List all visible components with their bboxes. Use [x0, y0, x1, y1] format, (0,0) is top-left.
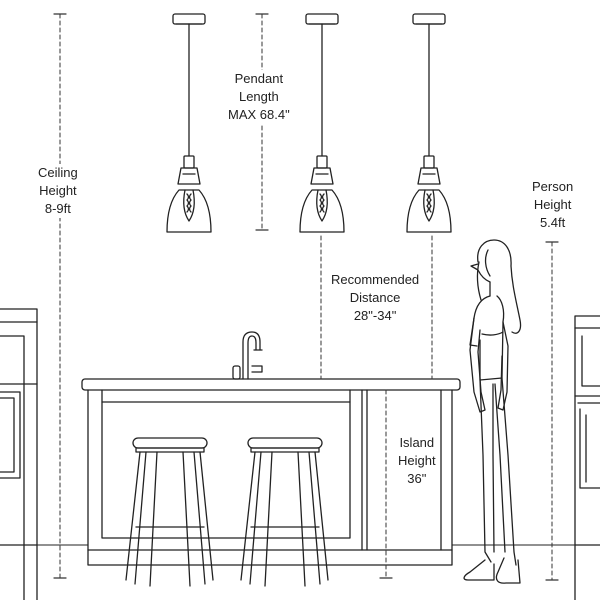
island-height-label: Island Height 36" [396, 434, 438, 488]
person-height-label-line-1: Person [532, 179, 574, 194]
bar-stool-icon [240, 437, 329, 587]
ceiling-height-label-line-2: Height [39, 183, 77, 198]
pendant-length-label-line-2: Length [238, 89, 279, 104]
island-height-label-line-1: Island [399, 435, 435, 450]
person-height-label-line-2: Height [533, 197, 572, 212]
pendant-lamp-icon [406, 13, 452, 233]
pendant-length-label-line-3: MAX 68.4" [228, 107, 290, 122]
pendant-lamp-icon [166, 13, 212, 233]
recommended-distance-label-line-2: Distance [349, 290, 401, 305]
person-silhouette-icon [463, 239, 522, 584]
pendant-length-label-line-1: Pendant [234, 71, 284, 86]
island-height-label-line-3: 36" [407, 471, 427, 486]
pendant-length-label: Pendant Length MAX 68.4" [226, 70, 292, 124]
island-height-label-line-2: Height [398, 453, 436, 468]
person-height-label: Person Height 5.4ft [530, 178, 576, 232]
faucet-icon [232, 331, 263, 380]
dimension-lines [59, 13, 553, 581]
dimension-end-ticks [53, 13, 559, 581]
ceiling-height-label-line-1: Ceiling [38, 165, 78, 180]
ceiling-height-label-line-3: 8-9ft [44, 201, 71, 216]
recommended-distance-label-line-3: 28"-34" [353, 308, 397, 323]
left-cabinet [0, 308, 38, 601]
right-cabinet [574, 315, 600, 601]
ceiling-height-label: Ceiling Height 8-9ft [36, 164, 80, 218]
recommended-distance-label-line-1: Recommended [331, 272, 420, 287]
kitchen-island [81, 378, 461, 566]
person-height-label-line-3: 5.4ft [539, 215, 566, 230]
recommended-distance-label: Recommended Distance 28"-34" [329, 271, 422, 325]
bar-stool-icon [125, 437, 214, 587]
pendant-lamp-icon [299, 13, 345, 233]
